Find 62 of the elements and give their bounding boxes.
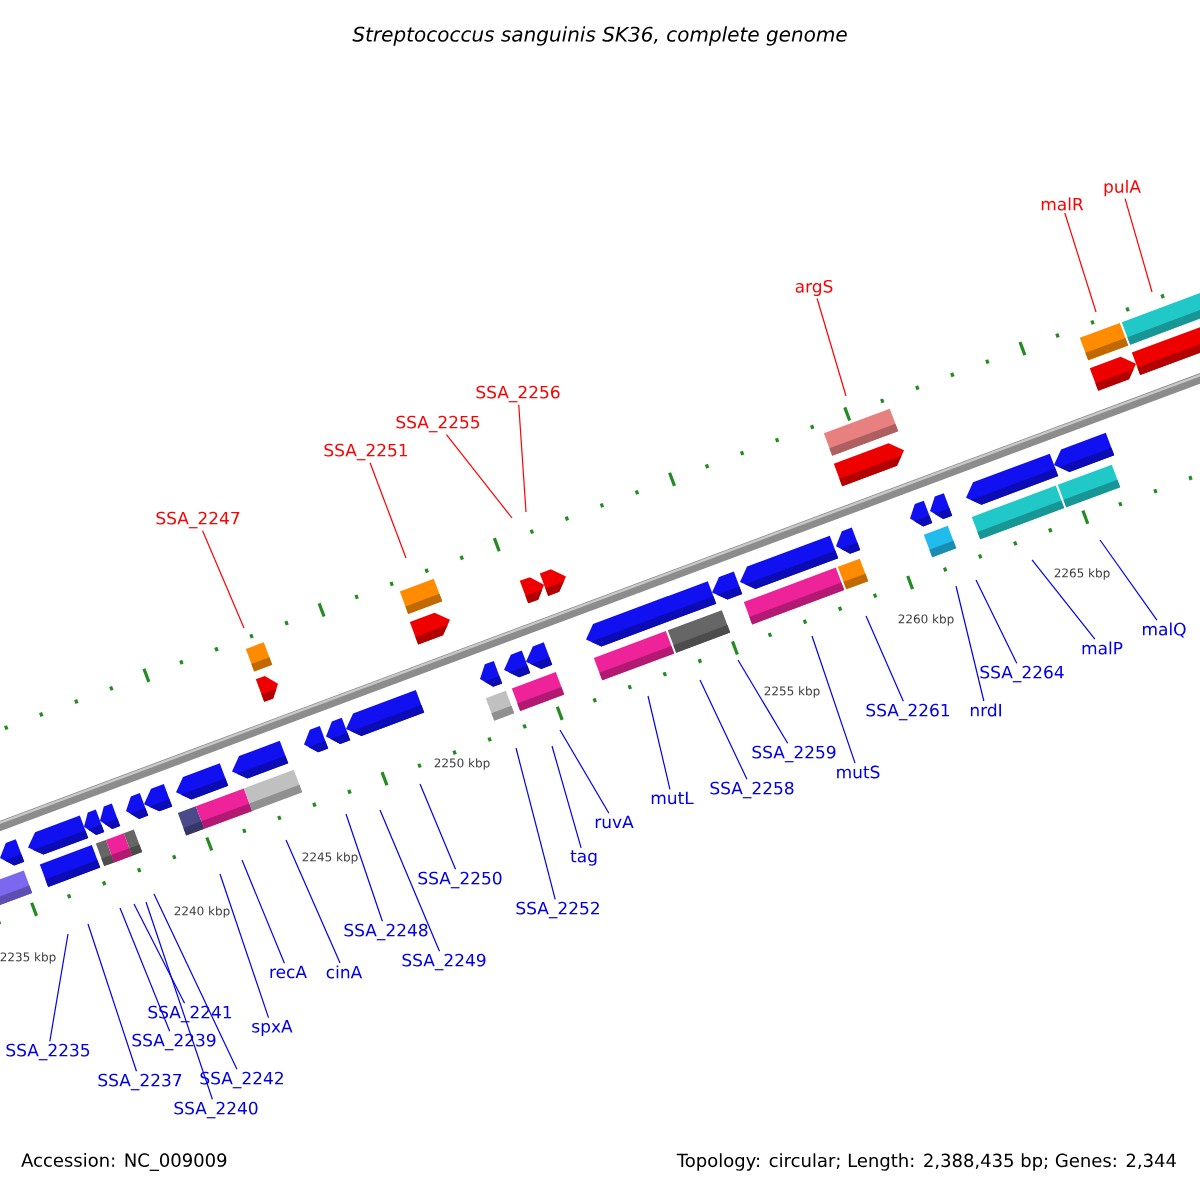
gene-label: mutL bbox=[651, 791, 694, 805]
leader-line bbox=[699, 679, 748, 780]
leader-line bbox=[647, 695, 671, 790]
gene-label: malQ bbox=[1143, 622, 1186, 638]
leader-line bbox=[975, 579, 1018, 664]
accession-text: Accession: NC_009009 bbox=[21, 1153, 227, 1171]
gene-label: SSA_2261 bbox=[866, 703, 950, 721]
gene-label: recA bbox=[270, 965, 307, 979]
gene-label: SSA_2256 bbox=[476, 385, 560, 403]
leader-line bbox=[201, 530, 245, 629]
gene-label: mutS bbox=[837, 765, 880, 779]
gene-label: SSA_2255 bbox=[396, 415, 480, 433]
leader-line bbox=[515, 747, 556, 900]
gene-label: cinA bbox=[326, 965, 363, 979]
leader-line bbox=[87, 923, 138, 1072]
gene-label: SSA_2247 bbox=[156, 511, 240, 529]
gene-label: pulA bbox=[1104, 179, 1141, 197]
leader-line bbox=[1124, 198, 1153, 293]
leader-line bbox=[811, 635, 856, 764]
gene-label: SSA_2251 bbox=[324, 443, 408, 461]
leader-line bbox=[219, 873, 270, 1019]
leader-line bbox=[49, 933, 69, 1042]
leader-line bbox=[1099, 539, 1158, 621]
leader-line bbox=[559, 729, 610, 814]
leader-line bbox=[153, 893, 238, 1070]
title: Streptococcus sanguinis SK36, complete genome bbox=[352, 26, 847, 46]
gene-label: SSA_2258 bbox=[710, 781, 794, 799]
leader-line bbox=[551, 745, 582, 849]
gene-label: SSA_2252 bbox=[516, 901, 599, 919]
leader-line bbox=[518, 404, 527, 513]
genome-info-text: Topology: circular; Length: 2,388,435 bp; Genes: 2,344 bbox=[676, 1153, 1176, 1171]
leader-line bbox=[1031, 559, 1096, 640]
leader-line bbox=[955, 585, 985, 702]
leader-line bbox=[145, 901, 213, 1100]
gene-label: SSA_2235 bbox=[6, 1043, 90, 1061]
gene-label: malP bbox=[1082, 641, 1123, 655]
leader-line bbox=[369, 462, 407, 559]
gene-label: SSA_2237 bbox=[98, 1073, 182, 1091]
gene-label: SSA_2259 bbox=[752, 745, 836, 763]
leader-line bbox=[737, 659, 789, 744]
leader-line bbox=[241, 859, 286, 964]
gene-label: SSA_2248 bbox=[344, 923, 428, 941]
leader-line bbox=[345, 813, 383, 922]
gene-label: SSA_2240 bbox=[174, 1101, 258, 1119]
leader-line bbox=[865, 615, 904, 702]
gene-label: SSA_2264 bbox=[980, 665, 1064, 683]
leader-line bbox=[816, 297, 847, 397]
gene-label: ruvA bbox=[595, 815, 634, 829]
gene-label: tag bbox=[570, 850, 597, 866]
leader-line bbox=[379, 809, 441, 952]
gene-label: SSA_2249 bbox=[402, 953, 486, 971]
gene-label: SSA_2250 bbox=[418, 871, 502, 889]
gene-label: spxA bbox=[252, 1020, 293, 1036]
leader-line bbox=[285, 839, 341, 964]
gene-label: argS bbox=[795, 279, 833, 297]
leader-line bbox=[119, 907, 171, 1032]
leader-line bbox=[133, 903, 186, 1004]
leader-line bbox=[445, 434, 513, 519]
leader-line bbox=[419, 783, 457, 870]
leader-line bbox=[1064, 212, 1097, 313]
gene-label: nrdI bbox=[970, 703, 1001, 717]
gene-label: malR bbox=[1041, 197, 1084, 211]
